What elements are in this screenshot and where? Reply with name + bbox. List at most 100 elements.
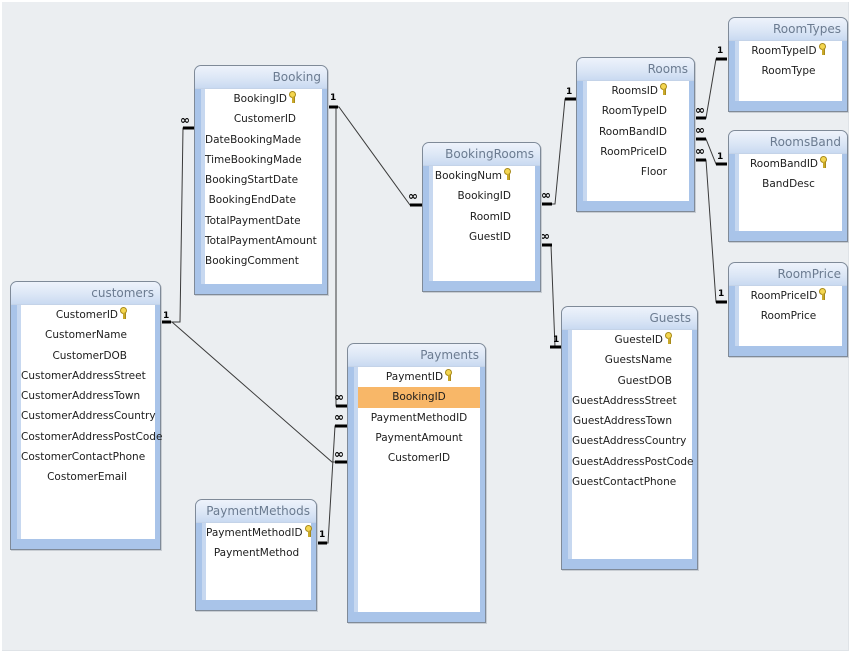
field-row[interactable]: BookingComment xyxy=(205,251,299,271)
field-row[interactable]: Floor xyxy=(587,162,667,182)
field-row-primary-key[interactable]: CustomerID xyxy=(21,305,127,325)
cardinality-label: 1 xyxy=(553,335,560,345)
field-row-primary-key[interactable]: RoomPriceID xyxy=(739,286,838,306)
field-name: TotalPaymentDate xyxy=(205,214,301,227)
field-row-primary-key[interactable]: RoomTypeID xyxy=(739,41,838,61)
field-row[interactable]: PaymentMethod xyxy=(206,543,307,563)
primary-key-icon xyxy=(504,168,511,180)
field-name: Floor xyxy=(640,166,667,179)
field-row[interactable]: RoomTypeID xyxy=(587,101,667,121)
field-row[interactable]: RoomID xyxy=(433,207,511,227)
field-name: PaymentMethod xyxy=(213,547,300,560)
field-row[interactable]: CustomerID xyxy=(358,448,480,468)
table-paymentmethods[interactable]: PaymentMethods PaymentMethodID PaymentMet… xyxy=(195,499,317,611)
field-name: GuestAddressStreet xyxy=(572,394,677,407)
field-row[interactable]: TotalPaymentAmount xyxy=(205,231,317,251)
field-row[interactable]: GuestsName xyxy=(572,350,672,370)
field-row[interactable]: BookingStartDate xyxy=(205,170,298,190)
field-row[interactable]: RoomPriceID xyxy=(587,142,667,162)
table-title[interactable]: RoomsBand xyxy=(729,131,847,154)
field-row-primary-key[interactable]: GuesteID xyxy=(572,330,672,350)
field-name: PaymentID xyxy=(385,371,444,383)
field-name: BookingEndDate xyxy=(208,194,296,207)
field-name: CostomerContactPhone xyxy=(21,451,146,464)
primary-key-icon xyxy=(660,83,667,95)
field-row[interactable]: GuestID xyxy=(433,227,511,247)
field-name: GuestID xyxy=(468,230,511,243)
cardinality-label: 1 xyxy=(718,289,725,299)
field-row[interactable]: CustomerAddressTown xyxy=(21,386,140,406)
field-row[interactable]: RoomBandID xyxy=(587,122,667,142)
field-row[interactable]: PaymentAmount xyxy=(358,428,480,448)
table-title[interactable]: Guests xyxy=(562,307,697,330)
field-row[interactable]: GuestContactPhone xyxy=(572,472,676,492)
field-row[interactable]: GuestAddressStreet xyxy=(572,391,677,411)
cardinality-label: ∞ xyxy=(334,410,344,424)
field-row-primary-key[interactable]: BookingID xyxy=(205,89,296,109)
field-row[interactable]: CustomerAddressStreet xyxy=(21,366,146,386)
field-name: GuestsName xyxy=(604,354,672,367)
field-name: CustomerName xyxy=(45,329,127,342)
field-row[interactable]: BandDesc xyxy=(739,174,838,194)
table-title[interactable]: Payments xyxy=(348,344,485,367)
field-row[interactable]: TotalPaymentDate xyxy=(205,211,301,231)
field-name: CustomerAddressTown xyxy=(21,390,141,403)
field-row-primary-key[interactable]: RoomBandID xyxy=(739,154,838,174)
table-title[interactable]: BookingRooms xyxy=(423,143,540,166)
field-row[interactable]: CostomerEmail xyxy=(21,467,127,487)
field-row[interactable]: BookingID xyxy=(358,387,480,408)
field-row[interactable]: TimeBookingMade xyxy=(205,150,302,170)
table-roomsband[interactable]: RoomsBand RoomBandID BandDesc xyxy=(728,130,848,242)
primary-key-icon xyxy=(818,43,826,55)
field-name: BandDesc xyxy=(762,178,815,191)
primary-key-icon xyxy=(665,332,672,344)
field-name: CustomerID xyxy=(55,309,118,321)
field-row[interactable]: GuestDOB xyxy=(572,371,672,391)
table-title[interactable]: RoomTypes xyxy=(729,18,847,41)
field-row[interactable]: GuestAddressPostCode xyxy=(572,452,694,472)
table-title[interactable]: Rooms xyxy=(577,58,694,81)
field-name: GuestDOB xyxy=(617,374,672,387)
field-row-primary-key[interactable]: PaymentID xyxy=(358,367,480,387)
cardinality-label: ∞ xyxy=(695,144,705,158)
field-list: RoomBandID BandDesc xyxy=(735,154,842,231)
field-name: RoomBandID xyxy=(598,125,667,138)
field-row[interactable]: CustomerName xyxy=(21,325,127,345)
field-row-primary-key[interactable]: RoomsID xyxy=(587,81,667,101)
field-row[interactable]: CostomerContactPhone xyxy=(21,447,145,467)
table-title[interactable]: PaymentMethods xyxy=(196,500,316,523)
field-name: GuestAddressCountry xyxy=(572,435,687,448)
field-row[interactable]: CustomerAddressCountry xyxy=(21,406,156,426)
field-row[interactable]: DateBookingMade xyxy=(205,130,301,150)
field-row[interactable]: GuestAddressTown xyxy=(572,411,672,431)
field-row[interactable]: CostomerAddressPostCode xyxy=(21,427,162,447)
field-name: GuesteID xyxy=(614,334,663,346)
table-title[interactable]: Booking xyxy=(195,66,327,89)
field-name: RoomPriceID xyxy=(600,145,667,158)
field-row[interactable]: RoomPrice xyxy=(739,306,838,326)
field-row[interactable]: CustomerDOB xyxy=(21,346,127,366)
field-row-primary-key[interactable]: PaymentMethodID xyxy=(206,523,312,543)
table-title[interactable]: RoomPrice xyxy=(729,263,847,286)
field-row[interactable]: GuestAddressCountry xyxy=(572,431,686,451)
table-title[interactable]: customers xyxy=(11,282,160,305)
field-name: RoomBandID xyxy=(749,158,819,170)
field-row-primary-key[interactable]: BookingNum xyxy=(433,166,511,186)
field-row[interactable]: PaymentMethodID xyxy=(358,408,480,428)
field-row[interactable]: BookingID xyxy=(433,186,511,206)
field-row[interactable]: CustomerID xyxy=(205,109,296,129)
field-row[interactable]: BookingEndDate xyxy=(205,190,296,210)
field-row[interactable]: RoomType xyxy=(739,61,838,81)
